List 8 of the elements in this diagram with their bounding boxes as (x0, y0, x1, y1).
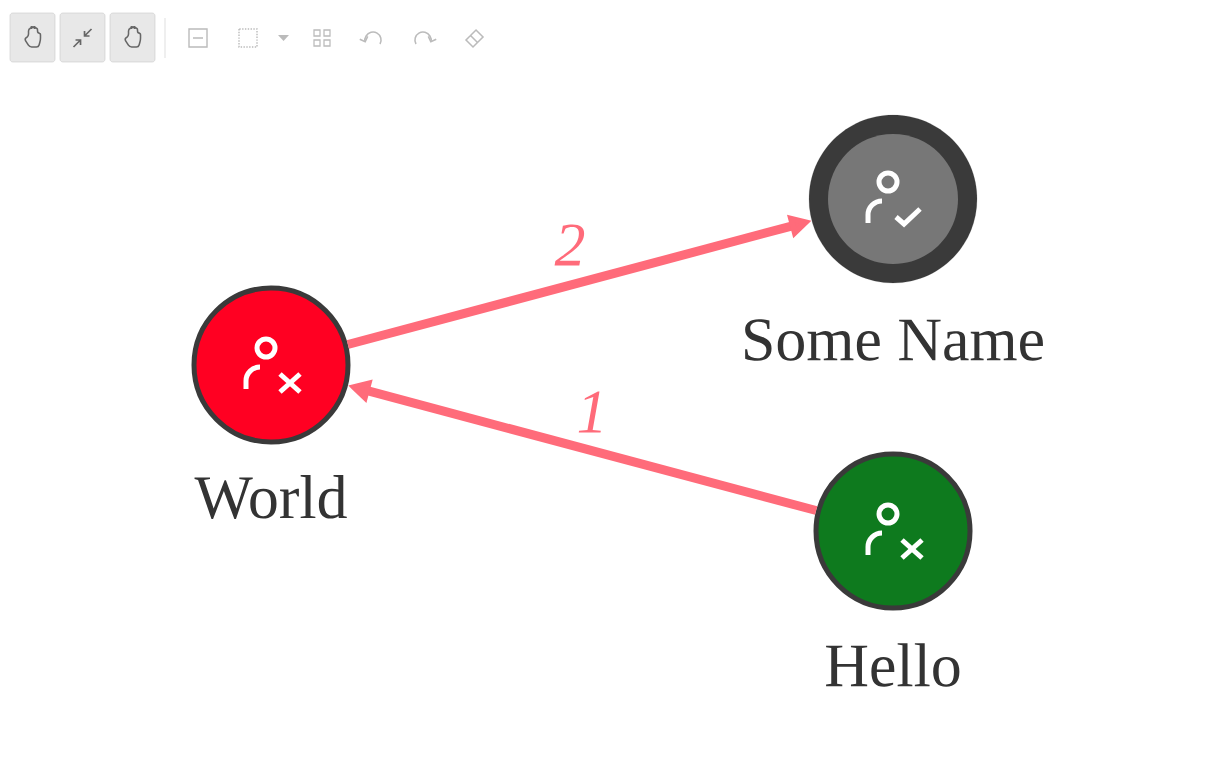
user-node: Hello (813, 451, 973, 687)
node-label: Hello (826, 643, 960, 687)
node-label: World (194, 475, 347, 519)
node-label: Some Name (745, 319, 1043, 361)
user-node: World (191, 285, 351, 519)
user-node: Some Name (745, 114, 1043, 361)
edge-label: 1 (578, 391, 601, 433)
edge-label: 2 (554, 224, 585, 266)
